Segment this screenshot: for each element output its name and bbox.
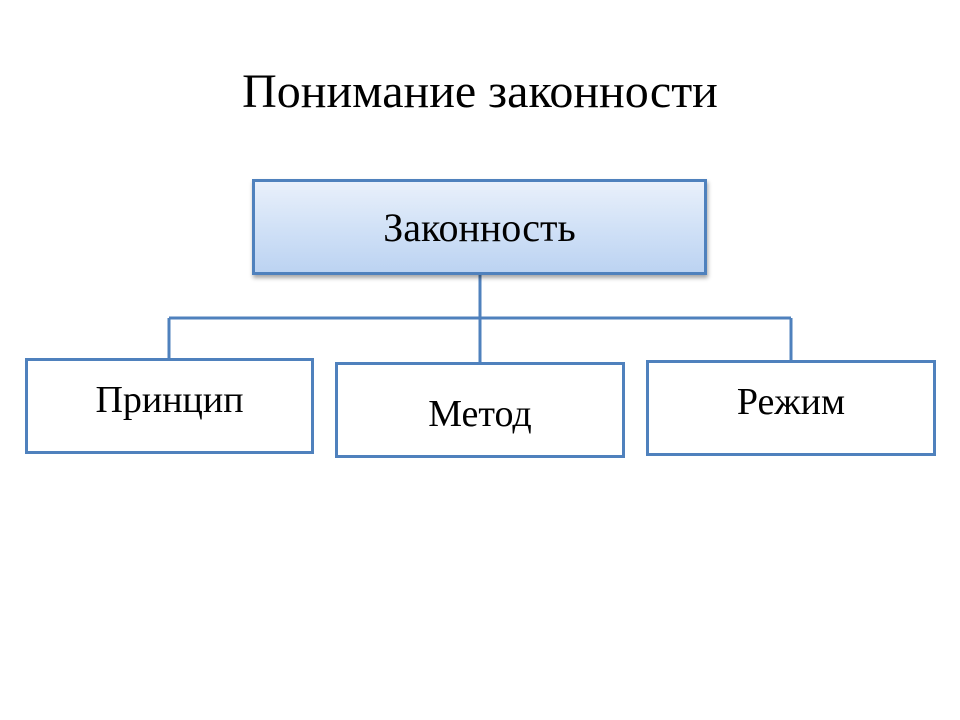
slide-title: Понимание законности bbox=[242, 65, 718, 118]
child-node-label: Принцип bbox=[95, 379, 244, 421]
child-node-method: Метод bbox=[335, 362, 625, 458]
child-node-regime: Режим bbox=[646, 360, 936, 456]
root-node-label: Законность bbox=[383, 204, 576, 250]
child-node-label: Режим bbox=[736, 381, 846, 423]
root-node-legality: Законность bbox=[252, 179, 707, 275]
child-node-principle: Принцип bbox=[25, 358, 314, 454]
child-node-label: Метод bbox=[428, 393, 532, 435]
